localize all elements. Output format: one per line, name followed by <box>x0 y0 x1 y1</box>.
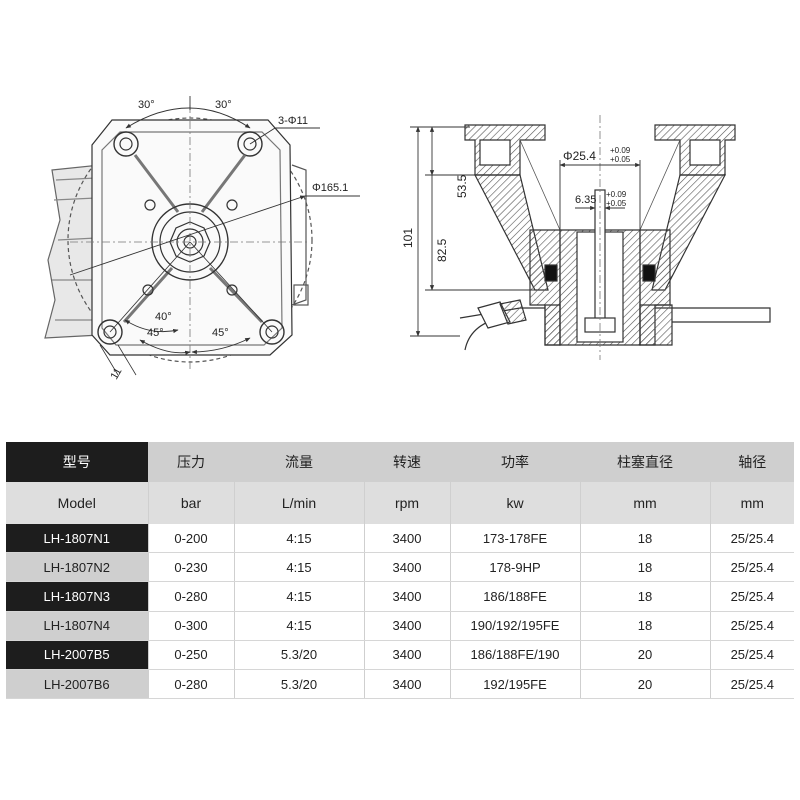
table-cell: 4:15 <box>234 581 365 612</box>
table-cell: 18 <box>580 552 711 583</box>
table-cell: 3400 <box>364 669 451 700</box>
table-cell: 18 <box>580 581 711 612</box>
table-cell: 18 <box>580 611 711 641</box>
table-cell: LH-1807N2 <box>6 552 149 583</box>
table-cell: 4:15 <box>234 552 365 583</box>
table-cell: 25/25.4 <box>710 524 794 554</box>
table-cell: 3400 <box>364 640 451 670</box>
header-cell: kw <box>450 482 581 524</box>
table-cell: 186/188FE <box>450 581 581 612</box>
table-cell: 25/25.4 <box>710 611 794 641</box>
angle-label-top-left: 30° <box>138 99 155 111</box>
header-cell: 转速 <box>364 442 451 482</box>
angle-label-top-right: 30° <box>215 99 232 111</box>
table-cell: 25/25.4 <box>710 669 794 700</box>
table-cell: 192/195FE <box>450 669 581 700</box>
table-cell: 190/192/195FE <box>450 611 581 641</box>
header-cell: 压力 <box>148 442 235 482</box>
table-cell: 25/25.4 <box>710 581 794 612</box>
shaft-tolerance-lower: +0.05 <box>610 155 631 164</box>
header-cell: L/min <box>234 482 365 524</box>
table-cell: 0-200 <box>148 524 235 554</box>
table-cell: 4:15 <box>234 524 365 554</box>
table-cell: LH-1807N3 <box>6 581 149 612</box>
section-view <box>410 115 771 360</box>
header-cell: rpm <box>364 482 451 524</box>
table-row: LH-2007B6 0-280 5.3/20 3400 192/195FE 20… <box>6 669 794 700</box>
key-tolerance-upper: +0.09 <box>606 190 627 199</box>
header-cell: 柱塞直径 <box>580 442 711 482</box>
key-width-label: 6.35 <box>575 194 596 206</box>
table-cell: 5.3/20 <box>234 640 365 670</box>
table-cell: 186/188FE/190 <box>450 640 581 670</box>
front-view <box>44 96 360 376</box>
header-cell: bar <box>148 482 235 524</box>
key-tolerance-lower: +0.05 <box>606 199 627 208</box>
table-cell: 0-280 <box>148 581 235 612</box>
table-cell: LH-2007B5 <box>6 640 149 670</box>
dim-label-101: 101 <box>401 228 415 248</box>
table-row: LH-2007B5 0-250 5.3/20 3400 186/188FE/19… <box>6 640 794 670</box>
table-cell: 5.3/20 <box>234 669 365 700</box>
table-cell: LH-1807N4 <box>6 611 149 641</box>
table-cell: 3400 <box>364 552 451 583</box>
table-cell: 178-9HP <box>450 552 581 583</box>
table-header-en: Model bar L/min rpm kw mm mm <box>6 482 794 524</box>
table-cell: 25/25.4 <box>710 640 794 670</box>
dim-label-82-5: 82.5 <box>435 238 449 262</box>
table-cell: LH-1807N1 <box>6 524 149 554</box>
table-cell: 20 <box>580 640 711 670</box>
table-cell: 4:15 <box>234 611 365 641</box>
table-cell: 25/25.4 <box>710 552 794 583</box>
header-cell: 功率 <box>450 442 581 482</box>
table-row: LH-1807N1 0-200 4:15 3400 173-178FE 18 2… <box>6 524 794 554</box>
dim-label-11: 11 <box>108 366 124 382</box>
table-header-cn: 型号 压力 流量 转速 功率 柱塞直径 轴径 <box>6 442 794 482</box>
circle-diameter-label: Φ165.1 <box>312 182 348 194</box>
table-cell: LH-2007B6 <box>6 669 149 700</box>
header-cell: Model <box>6 482 149 524</box>
table-cell: 173-178FE <box>450 524 581 554</box>
shaft-diameter-label: Φ25.4 <box>563 149 596 163</box>
technical-drawing: 30° 30° 3-Φ11 Φ165.1 40° 45° 45° 11 <box>44 96 771 382</box>
hole-callout: 3-Φ11 <box>278 115 308 127</box>
dim-label-53-5: 53.5 <box>455 174 469 198</box>
table-row: LH-1807N3 0-280 4:15 3400 186/188FE 18 2… <box>6 581 794 612</box>
header-cell: mm <box>580 482 711 524</box>
table-cell: 0-230 <box>148 552 235 583</box>
spec-table: 型号 压力 流量 转速 功率 柱塞直径 轴径 Model bar L/min r… <box>6 442 794 700</box>
table-cell: 20 <box>580 669 711 700</box>
table-row: LH-1807N2 0-230 4:15 3400 178-9HP 18 25/… <box>6 552 794 583</box>
table-cell: 3400 <box>364 524 451 554</box>
table-cell: 3400 <box>364 581 451 612</box>
table-cell: 18 <box>580 524 711 554</box>
angle-label-45-left: 45° <box>147 327 164 339</box>
shaft-tolerance-upper: +0.09 <box>610 146 631 155</box>
table-row: LH-1807N4 0-300 4:15 3400 190/192/195FE … <box>6 611 794 641</box>
header-cell: 流量 <box>234 442 365 482</box>
table-cell: 0-250 <box>148 640 235 670</box>
header-cell: mm <box>710 482 794 524</box>
header-cell: 型号 <box>6 442 149 482</box>
angle-label-40: 40° <box>155 311 172 323</box>
table-cell: 3400 <box>364 611 451 641</box>
table-cell: 0-300 <box>148 611 235 641</box>
table-cell: 0-280 <box>148 669 235 700</box>
header-cell: 轴径 <box>710 442 794 482</box>
angle-label-45-right: 45° <box>212 327 229 339</box>
